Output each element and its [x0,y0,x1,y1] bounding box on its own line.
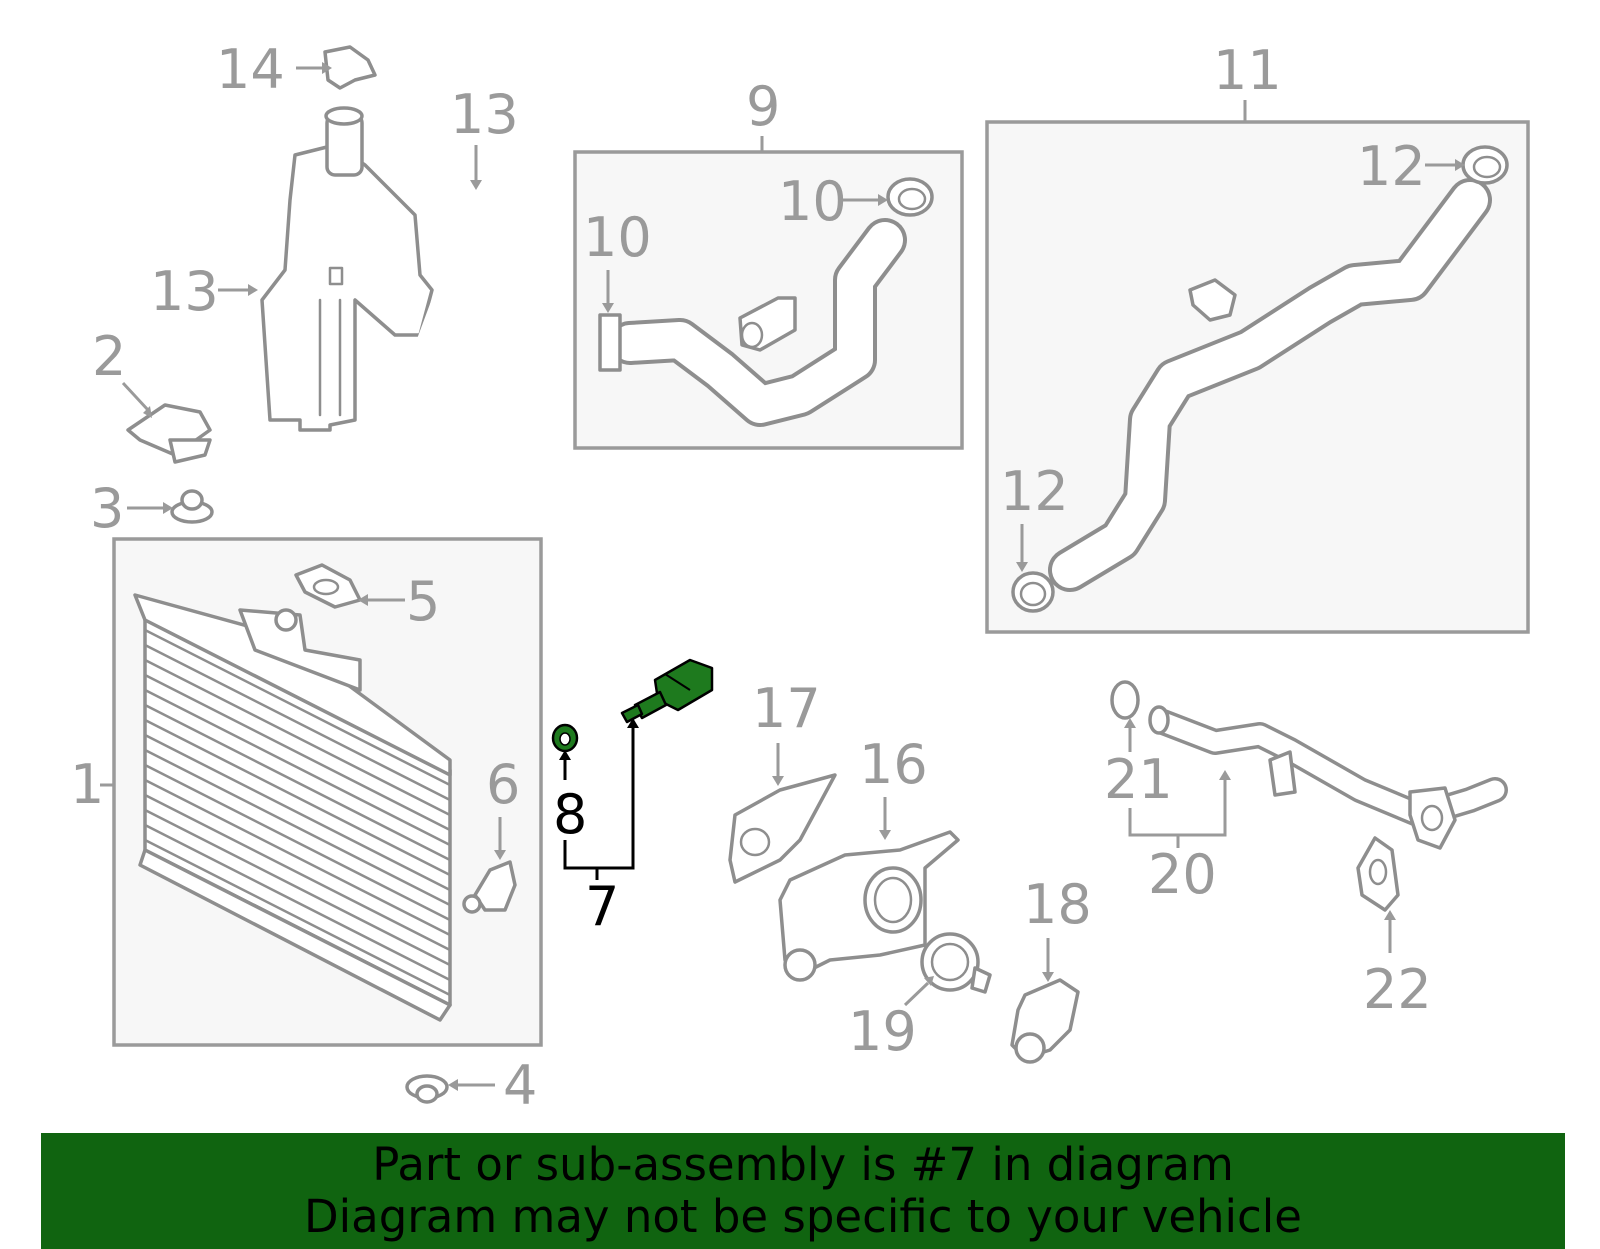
water-pipe-part-20[interactable] [1148,705,1508,850]
callout-8: 8 [553,783,587,846]
callout-14: 14 [216,38,285,101]
water-inlet-part-18[interactable] [1010,978,1080,1064]
callout-22: 22 [1363,958,1432,1021]
cap-part-14[interactable] [323,45,377,90]
callout-10-left: 10 [583,206,652,269]
bracket-part-2[interactable] [126,403,212,464]
callout-3: 3 [90,477,124,540]
callout-18: 18 [1023,873,1092,936]
leader-lines [100,62,1465,1091]
upper-hose-part-11[interactable] [1048,178,1492,592]
clamp-part-12-upper[interactable] [1461,145,1509,185]
callout-15: 13 [450,83,519,146]
callout-13: 13 [150,260,219,323]
info-banner: Part or sub-assembly is #7 in diagram Di… [41,1133,1565,1249]
callout-10-right: 10 [778,170,847,233]
callout-9: 9 [746,75,780,138]
callout-4: 4 [503,1054,537,1117]
callout-12-upper: 12 [1357,135,1426,198]
clamp-part-10[interactable] [886,177,934,217]
thermostat-housing-part-16[interactable] [778,830,960,982]
banner-line-1: Part or sub-assembly is #7 in diagram [372,1138,1234,1191]
callout-7: 7 [585,875,619,938]
temperature-sensor-part-7[interactable] [620,658,714,724]
callout-5: 5 [406,570,440,633]
callout-11: 11 [1213,39,1282,102]
banner-line-2: Diagram may not be specific to your vehi… [304,1190,1302,1243]
gasket-part-22[interactable] [1356,836,1400,912]
callout-17: 17 [752,677,821,740]
callout-12-lower: 12 [1000,460,1069,523]
reservoir-part-13[interactable] [260,106,434,432]
grommet-part-3[interactable] [170,489,214,524]
o-ring-part-21[interactable] [1110,680,1140,720]
drain-plug-part-6[interactable] [462,860,517,914]
thermostat-part-19[interactable] [920,932,992,994]
radiator-part[interactable] [133,593,452,1022]
callout-1: 1 [70,753,104,816]
washer-part-8[interactable] [551,723,579,753]
callout-20: 20 [1148,843,1217,906]
clamp-part-12-lower[interactable] [1011,571,1055,613]
lower-hose-part-9[interactable] [598,218,907,427]
grommet-part-4[interactable] [405,1074,449,1104]
callout-6: 6 [486,753,520,816]
callout-21: 21 [1104,748,1173,811]
callout-16: 16 [859,733,928,796]
callout-2: 2 [92,325,126,388]
callout-19: 19 [848,1000,917,1063]
gasket-part-17[interactable] [728,773,837,884]
